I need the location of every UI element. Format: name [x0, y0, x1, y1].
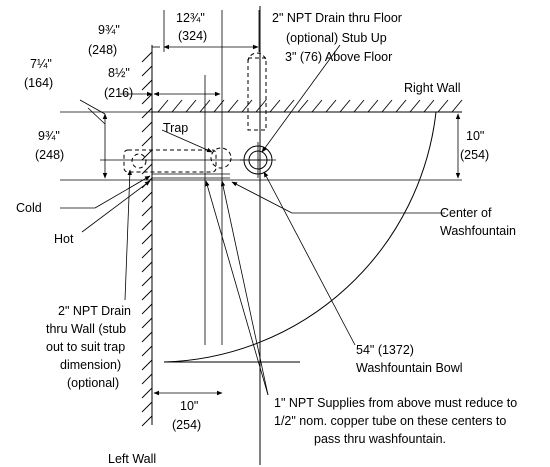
right-wall	[152, 99, 463, 113]
hatch-mark	[141, 345, 153, 357]
hatch-mark	[141, 401, 153, 413]
dim-10-right: 10"	[466, 129, 484, 143]
dim-9-75-top: 9¾"	[98, 23, 120, 37]
hatch-mark	[141, 191, 153, 203]
hatch-mark	[141, 51, 153, 63]
hatch-mark	[297, 99, 309, 113]
hatch-mark	[269, 99, 281, 113]
dim-254-right: (254)	[460, 148, 489, 162]
hatch-mark	[141, 247, 153, 259]
hatch-mark	[171, 99, 183, 113]
hatch-mark	[141, 331, 153, 343]
hatch-mark	[141, 219, 153, 231]
hatch-mark	[141, 387, 153, 399]
hatch-mark	[141, 93, 153, 105]
hatch-mark	[141, 135, 153, 147]
wall-drain-line-1: 2" NPT Drain	[58, 304, 131, 318]
hatch-mark	[141, 289, 153, 301]
dim-164: (164)	[24, 76, 53, 90]
left-wall-label: Left Wall	[108, 452, 156, 466]
hatch-mark	[141, 373, 153, 385]
center-label-line-1: Center of	[440, 206, 492, 220]
wall-drain-line-3: out to suit trap	[46, 340, 125, 354]
hatch-mark	[141, 415, 153, 427]
dim-7-25: 7¼"	[30, 57, 52, 71]
dim-12-75: 12¾"	[176, 11, 205, 25]
center-label-line-2: Washfountain	[440, 224, 516, 238]
hatch-mark	[339, 99, 351, 113]
wall-drain-line-5: (optional)	[67, 376, 119, 390]
hatch-mark	[395, 99, 407, 113]
hatch-mark	[141, 65, 153, 77]
dim-248-left: (248)	[35, 148, 64, 162]
hot-label: Hot	[54, 232, 74, 246]
hatch-mark	[409, 99, 421, 113]
hatch-mark	[141, 107, 153, 119]
bowl-label-line-2: Washfountain Bowl	[356, 361, 463, 375]
hatch-mark	[367, 99, 379, 113]
hatch-mark	[141, 205, 153, 217]
floor-drain-line-2: (optional) Stub Up	[286, 31, 387, 45]
wall-drain-line-4: dimension)	[60, 358, 121, 372]
right-wall-label: Right Wall	[404, 81, 461, 95]
supplies-line-2: 1/2" nom. copper tube on these centers t…	[274, 414, 506, 428]
dimension-lines	[79, 10, 461, 396]
left-wall	[141, 45, 153, 427]
dim-216: (216)	[104, 86, 133, 100]
hatch-mark	[423, 99, 435, 113]
hatch-mark	[141, 303, 153, 315]
left-wall-hatching	[141, 51, 153, 427]
dim-248-top: (248)	[88, 43, 117, 57]
hatch-mark	[141, 275, 153, 287]
hatch-mark	[283, 99, 295, 113]
trap-label: Trap	[163, 121, 188, 135]
hatch-mark	[255, 99, 267, 113]
hatch-mark	[141, 359, 153, 371]
hatch-mark	[451, 99, 463, 113]
dim-10-bottom: 10"	[180, 399, 198, 413]
dim-254-bottom: (254)	[172, 418, 201, 432]
hatch-mark	[381, 99, 393, 113]
hatch-mark	[353, 99, 365, 113]
floor-drain-line-3: 3" (76) Above Floor	[285, 50, 392, 64]
washfountain-bowl	[163, 111, 437, 363]
dim-8-5: 8½"	[108, 66, 130, 80]
dim-9-75-left: 9¾"	[38, 129, 60, 143]
supplies-line-1: 1" NPT Supplies from above must reduce t…	[274, 396, 517, 410]
hatch-mark	[311, 99, 323, 113]
hatch-mark	[141, 261, 153, 273]
cold-label: Cold	[16, 201, 42, 215]
floor-drain-line-1: 2" NPT Drain thru Floor	[272, 11, 402, 25]
hatch-mark	[227, 99, 239, 113]
hatch-mark	[141, 233, 153, 245]
leader-lines	[60, 44, 445, 396]
hatch-mark	[241, 99, 253, 113]
hatch-mark	[141, 121, 153, 133]
hatch-mark	[141, 317, 153, 329]
supplies-line-3: pass thru washfountain.	[314, 432, 446, 446]
hatch-mark	[157, 99, 169, 113]
right-wall-hatching	[157, 99, 463, 113]
hatch-mark	[213, 99, 225, 113]
hatch-mark	[437, 99, 449, 113]
hatch-mark	[141, 149, 153, 161]
bowl-label-line-1: 54" (1372)	[356, 343, 414, 357]
trap-assembly	[123, 52, 276, 178]
hatch-mark	[141, 79, 153, 91]
hatch-mark	[325, 99, 337, 113]
dim-324: (324)	[178, 29, 207, 43]
wall-drain-line-2: thru Wall (stub	[46, 322, 126, 336]
hatch-mark	[185, 99, 197, 113]
